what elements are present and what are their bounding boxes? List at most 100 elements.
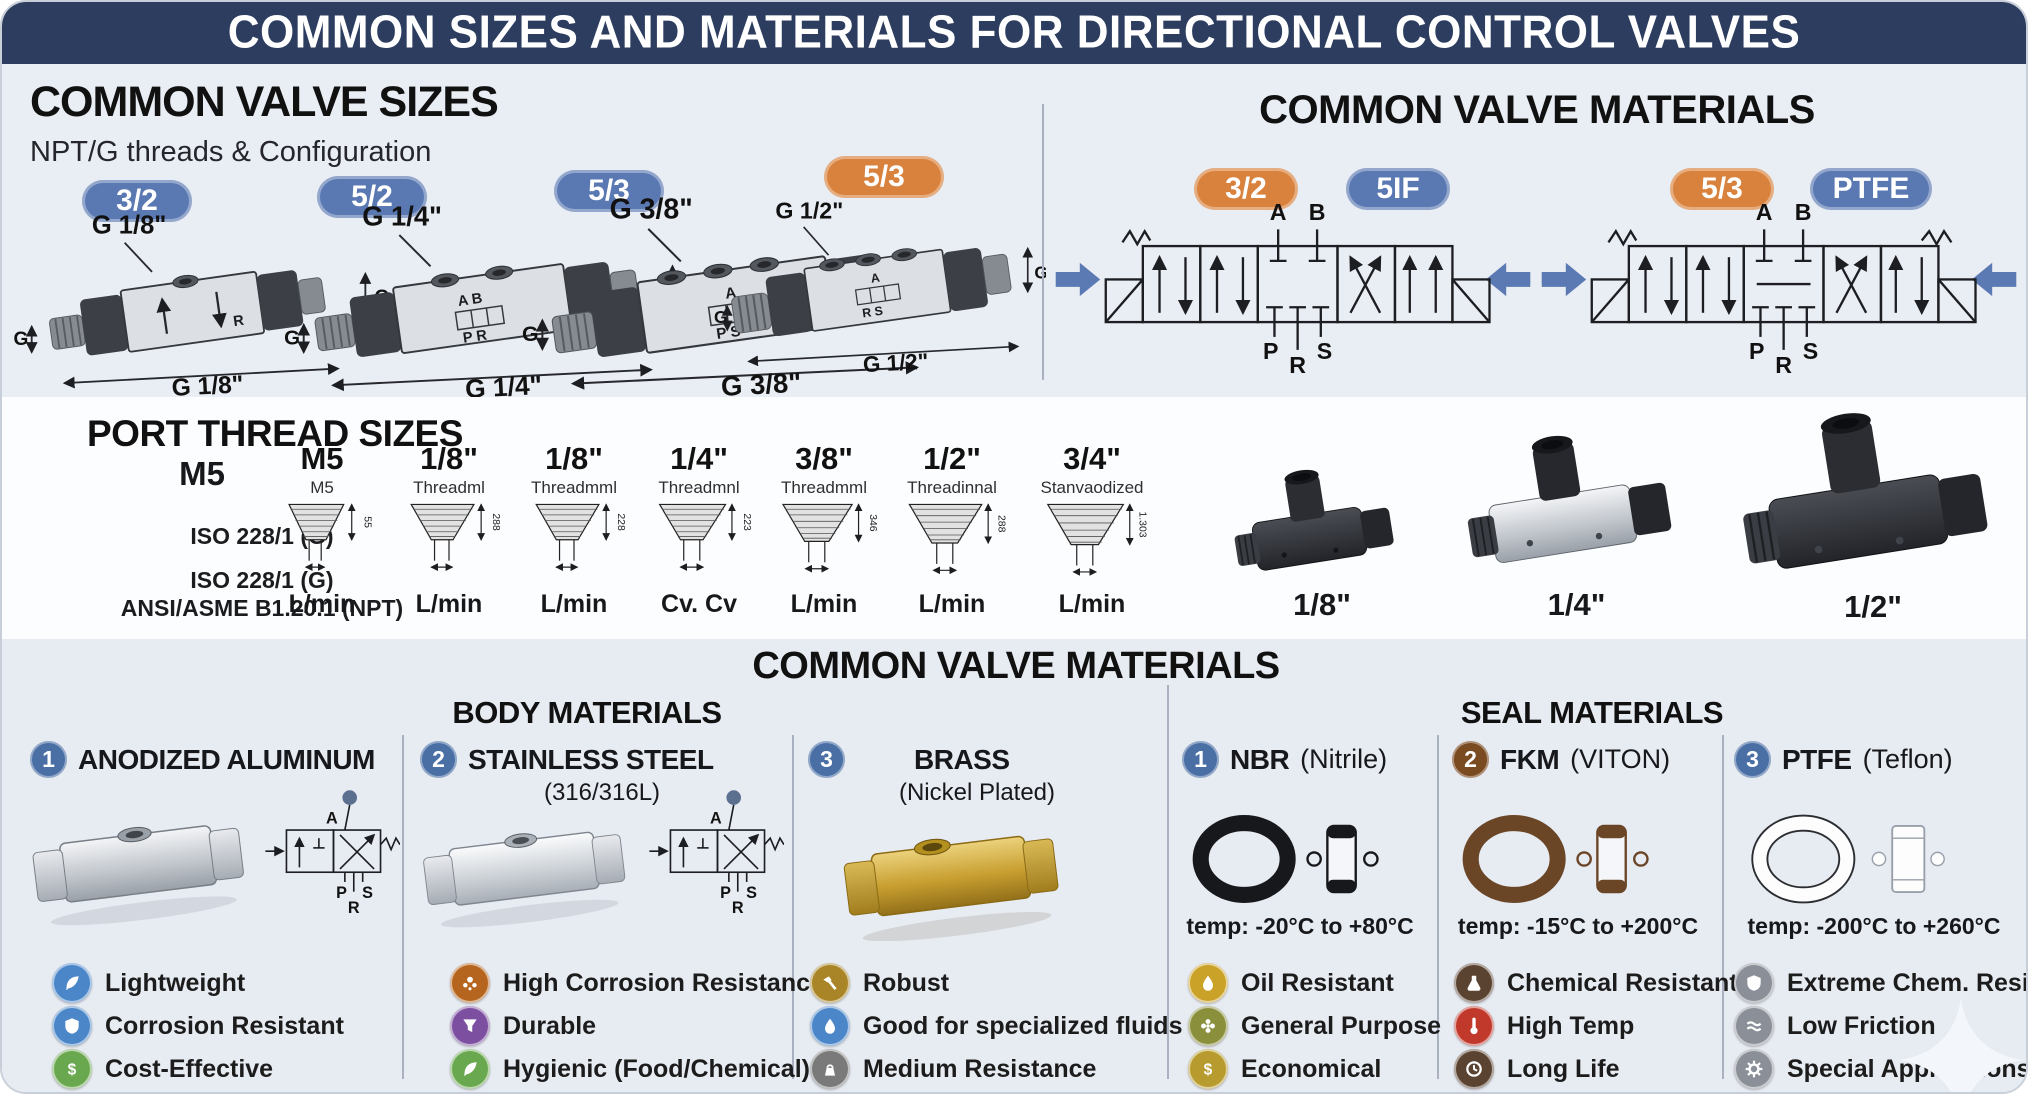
- svg-text:P: P: [720, 884, 731, 902]
- thread-sub: Threadmml: [781, 478, 867, 497]
- feature-label: High Corrosion Resistance: [503, 968, 824, 997]
- thread-cone-diagram: 223: [658, 503, 752, 572]
- ptfe-temp-range: temp: -200°C to +260°C: [1747, 913, 2001, 939]
- svg-text:R: R: [732, 899, 744, 917]
- feature-row: Extreme Chem. Resistance: [1734, 963, 2026, 1003]
- thread-cone-diagram: 55: [288, 503, 373, 572]
- photo-label-1-4: 1/4": [1547, 587, 1606, 622]
- photo-label-1-2: 1/2": [1844, 589, 1902, 624]
- port-thread-panel: PORT THREAD SIZES M5 ISO 228/1 (G) ISO 2…: [2, 397, 2026, 639]
- feature-row: Durable: [450, 1006, 824, 1046]
- thread-cone-diagram: 346: [781, 503, 878, 573]
- svg-text:B: B: [1795, 199, 1812, 225]
- ptfe-features: Extreme Chem. Resistance Low Friction Sp…: [1734, 963, 2026, 1092]
- thread-flow: L/min: [415, 590, 483, 618]
- valve-badge-5-2: 5/2: [317, 176, 427, 218]
- feature-label: Chemical Resistant: [1507, 968, 1738, 997]
- column-divider: [1722, 735, 1724, 1079]
- feature-label: Economical: [1241, 1054, 1382, 1083]
- aluminum-features: Lightweight Corrosion Resistant $ Cost-E…: [52, 963, 344, 1092]
- seal-col-fkm-header: 2 FKM (VITON): [1452, 741, 1670, 778]
- column-divider: [1437, 735, 1439, 1079]
- thread-item-1-8a: 1/8" Threadml 288 L/min: [384, 441, 514, 619]
- leaf-icon: [52, 963, 92, 1003]
- top-divider: [1042, 104, 1044, 380]
- thread-flow: L/min: [288, 590, 356, 618]
- feature-row: Robust: [810, 963, 1182, 1003]
- thread-size: 3/4": [1063, 441, 1121, 476]
- svg-text:B: B: [1309, 199, 1326, 225]
- photo-label-1-8: 1/8": [1293, 587, 1351, 622]
- thread-size: 3/8": [795, 441, 853, 476]
- svg-text:288: 288: [490, 513, 501, 531]
- feature-label: Extreme Chem. Resistance: [1787, 968, 2026, 997]
- svg-text:P R: P R: [462, 327, 489, 346]
- material-subtitle: (Nitrile): [1300, 744, 1388, 774]
- number-badge: 3: [808, 741, 845, 778]
- top-panel: COMMON VALVE SIZES NPT/G threads & Confi…: [2, 64, 2026, 398]
- valve-drawing-3-2: G 1/8" R G G G 1/8": [13, 212, 389, 398]
- bag-icon: [810, 1049, 850, 1089]
- valve-photo-1-4: [1467, 435, 1672, 563]
- schematic2-badge-right: PTFE: [1810, 168, 1932, 210]
- dollar-icon: $: [52, 1049, 92, 1089]
- feature-label: Medium Resistance: [863, 1054, 1097, 1083]
- valve-photo-1-8: [1234, 469, 1394, 571]
- hammer-icon: [810, 963, 850, 1003]
- gear-icon: [1734, 1049, 1774, 1089]
- svg-text:346: 346: [867, 514, 878, 532]
- materials-top-heading: COMMON VALVE MATERIALS: [1259, 88, 1815, 132]
- svg-text:S: S: [362, 884, 373, 902]
- thread-item-3-4: 3/4" Stanvaodized 1.303 L/min: [1027, 441, 1157, 619]
- feature-row: $ Cost-Effective: [52, 1049, 344, 1089]
- material-name: PTFE: [1782, 743, 1852, 775]
- thread-sub: Threadmml: [531, 478, 617, 497]
- oil-drop-icon: [1188, 963, 1228, 1003]
- clock-icon: [1454, 1049, 1494, 1089]
- svg-text:P: P: [1263, 338, 1278, 364]
- svg-text:G: G: [284, 326, 300, 349]
- flower-icon: [1188, 1006, 1228, 1046]
- svg-text:S: S: [746, 884, 757, 902]
- fkm-features: Chemical Resistant High Temp Long Life: [1454, 963, 1738, 1092]
- thread-size: 1/2": [923, 441, 981, 476]
- thread-flow: L/min: [1058, 590, 1126, 618]
- title-banner: COMMON SIZES AND MATERIALS FOR DIRECTION…: [2, 2, 2026, 64]
- body-col-stainless-header: 2 STAINLESS STEEL: [420, 741, 714, 778]
- schematic1-badge-left: 3/2: [1194, 168, 1298, 210]
- standard-iso-2: ISO 228/1 (G): [190, 567, 334, 593]
- svg-text:G: G: [1034, 262, 1046, 282]
- feature-row: General Purpose: [1188, 1006, 1441, 1046]
- svg-text:G 1/8": G 1/8": [92, 212, 167, 240]
- svg-text:R: R: [348, 899, 360, 917]
- material-subtitle: (316/316L): [543, 779, 661, 806]
- thread-cone-diagram: 288: [908, 503, 1007, 575]
- material-name: STAINLESS STEEL: [468, 743, 714, 775]
- number-badge: 3: [1734, 741, 1771, 778]
- svg-text:$: $: [68, 1062, 77, 1079]
- thread-flow: L/min: [540, 590, 608, 618]
- stainless-valve-image: [423, 831, 626, 928]
- feature-row: Good for specialized fluids: [810, 1006, 1182, 1046]
- thread-size: 1/4": [670, 441, 728, 476]
- aluminum-valve-image: [32, 825, 244, 926]
- valve-photo-1-2: [1743, 413, 1988, 569]
- feature-label: Durable: [503, 1011, 597, 1040]
- feature-row: Corrosion Resistant: [52, 1006, 344, 1046]
- svg-text:A: A: [326, 810, 338, 828]
- section-divider: [1167, 685, 1169, 1079]
- thermometer-icon: [1454, 1006, 1494, 1046]
- material-subtitle: (VITON): [1570, 744, 1671, 774]
- feature-label: High Temp: [1507, 1011, 1635, 1040]
- feature-row: Lightweight: [52, 963, 344, 1003]
- svg-text:228: 228: [615, 513, 626, 531]
- thread-cone-diagram: 288: [410, 503, 501, 572]
- thread-size: M5: [300, 441, 344, 476]
- materials-panel: COMMON VALVE MATERIALS BODY MATERIALS SE…: [2, 639, 2026, 1092]
- standard-ansi: ANSI/ASME B1.20.1 (NPT): [120, 595, 404, 621]
- feature-row: Medium Resistance: [810, 1049, 1182, 1089]
- thread-item-1-2: 1/2" Threadinnal 288 L/min: [887, 441, 1017, 619]
- feature-label: Lightweight: [105, 968, 246, 997]
- number-badge: 1: [1182, 741, 1219, 778]
- material-name: ANODIZED ALUMINUM: [78, 743, 375, 775]
